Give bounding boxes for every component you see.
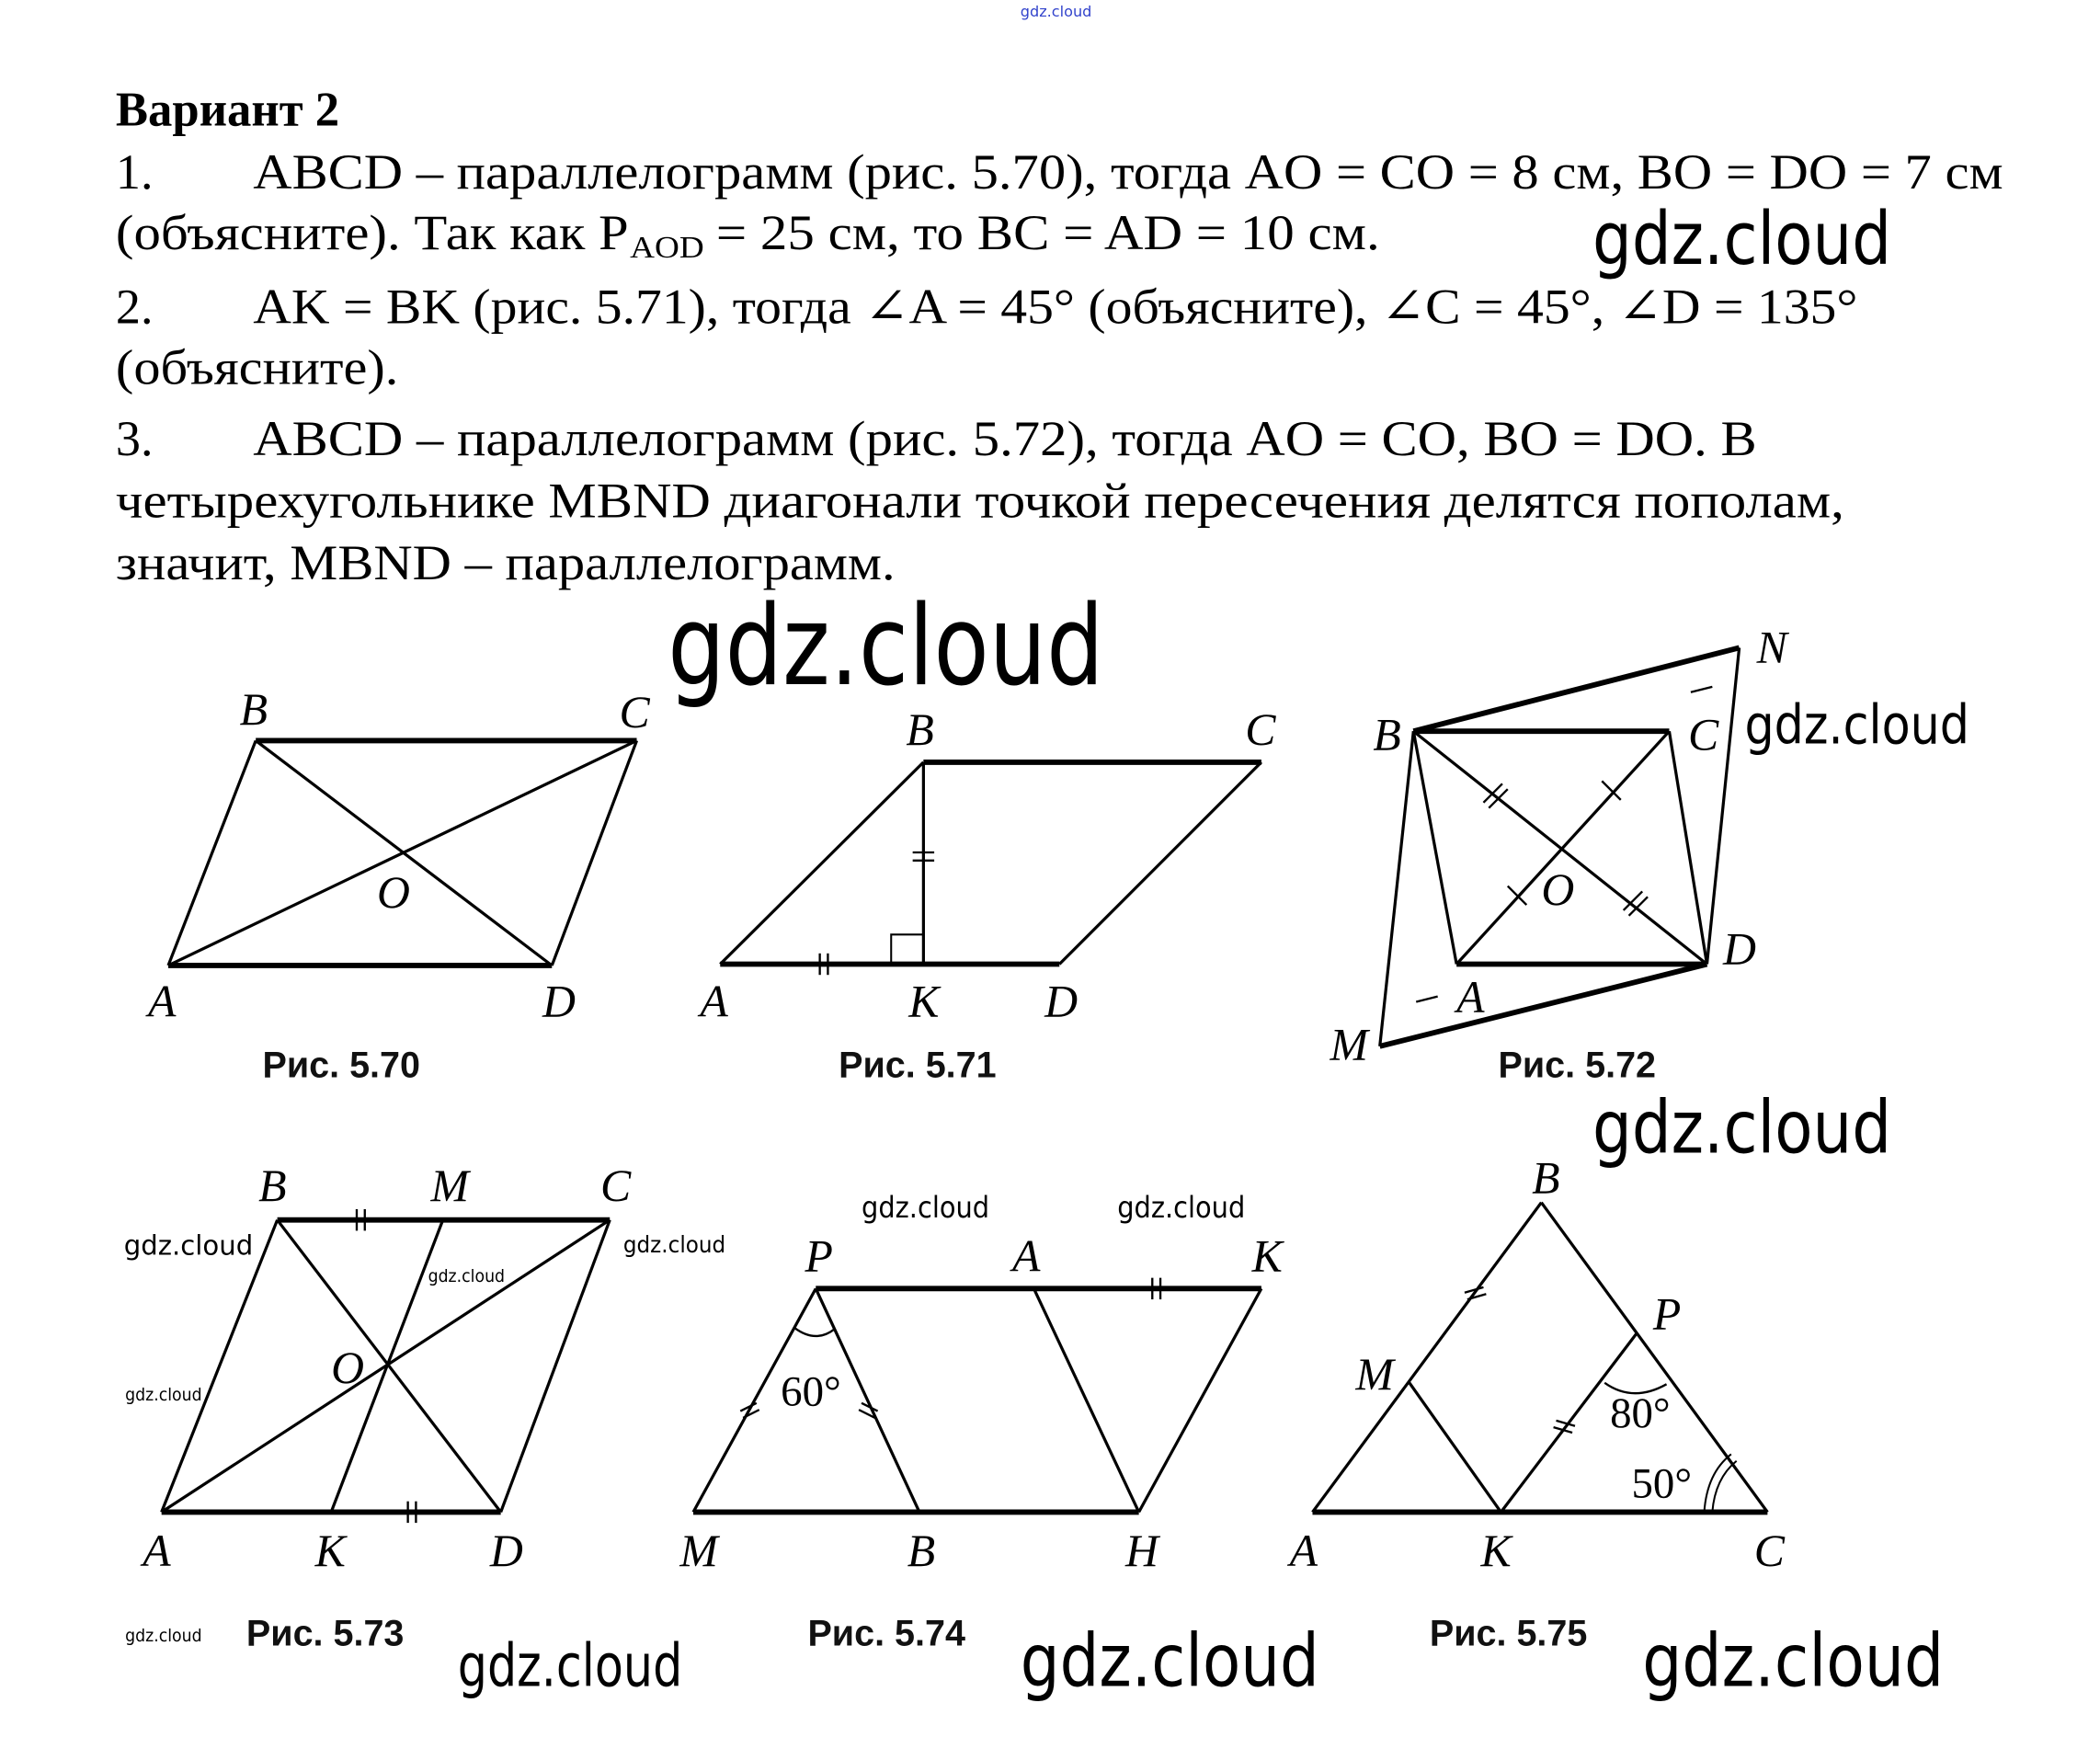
point-label: D xyxy=(1722,924,1756,975)
watermark: gdz.cloud xyxy=(862,1190,989,1225)
point-label: M xyxy=(1330,1019,1371,1069)
point-label: O xyxy=(331,1343,364,1393)
watermark: gdz.cloud xyxy=(1592,1085,1891,1170)
watermark: gdz.cloud xyxy=(1021,1618,1319,1703)
point-label: B xyxy=(240,684,268,735)
point-label: A xyxy=(145,977,177,1027)
item-2-number: 2. xyxy=(116,280,154,335)
point-label: D xyxy=(489,1526,523,1576)
point-label: B xyxy=(258,1160,286,1211)
figure-caption: Рис. 5.73 xyxy=(246,1613,405,1653)
figure-5-75: 80° 50° B M P A K C Рис. 5.75 gdz.cloud xyxy=(1287,1152,1945,1703)
point-label: C xyxy=(1754,1526,1786,1576)
point-label: M xyxy=(430,1160,472,1211)
watermark: gdz.cloud xyxy=(1117,1190,1245,1225)
item-1-line-2b: = 25 см, то BC = AD = 10 см. xyxy=(716,205,1380,260)
figure-caption: Рис. 5.71 xyxy=(839,1045,996,1085)
point-label: O xyxy=(1541,864,1574,915)
angle-label: 50° xyxy=(1631,1459,1692,1507)
figure-caption: Рис. 5.75 xyxy=(1430,1613,1588,1653)
point-label: N xyxy=(1756,623,1790,673)
item-3-number: 3. xyxy=(116,411,154,466)
point-label: C xyxy=(600,1160,632,1211)
angle-label: 60° xyxy=(781,1368,841,1416)
point-label: C xyxy=(619,687,650,737)
point-label: A xyxy=(697,977,728,1027)
point-label: D xyxy=(1044,977,1078,1027)
watermark: gdz.cloud xyxy=(623,1231,725,1258)
watermark: gdz.cloud xyxy=(458,1631,683,1700)
point-label: M xyxy=(1354,1349,1396,1400)
watermark: gdz.cloud xyxy=(124,1230,254,1262)
item-3-line-3: значит, MBND – параллелограмм. xyxy=(116,535,896,590)
point-label: M xyxy=(679,1526,720,1576)
point-label: D xyxy=(542,977,576,1027)
point-label: C xyxy=(1245,704,1276,755)
watermark: gdz.cloud xyxy=(1642,1618,1944,1703)
item-1-line-1: ABCD – параллелограмм (рис. 5.70), тогда… xyxy=(253,144,2003,200)
point-label: K xyxy=(1480,1526,1514,1576)
point-label: K xyxy=(1251,1230,1285,1281)
point-label: A xyxy=(140,1526,171,1576)
item-2-line-1: AK = BK (рис. 5.71), тогда ∠A = 45° (объ… xyxy=(253,280,1857,335)
figure-5-74: 60° P A K M B H Рис. 5.74 gdz.cloud gdz.… xyxy=(679,1190,1318,1704)
item-3-line-1: ABCD – параллелограмм (рис. 5.72), тогда… xyxy=(253,411,1756,466)
item-1-subscript: AOD xyxy=(630,231,704,265)
point-label: K xyxy=(907,977,942,1027)
figure-caption: Рис. 5.72 xyxy=(1499,1045,1656,1085)
watermark-top: gdz.cloud xyxy=(1021,3,1092,20)
heading: Вариант 2 xyxy=(116,83,339,136)
watermark: gdz.cloud xyxy=(668,583,1103,711)
point-label: A xyxy=(1454,972,1485,1023)
point-label: P xyxy=(1652,1288,1681,1339)
point-label: P xyxy=(805,1230,833,1281)
watermark: gdz.cloud xyxy=(125,1626,201,1646)
point-label: B xyxy=(1373,710,1400,760)
point-label: A xyxy=(1010,1230,1041,1281)
figure-caption: Рис. 5.70 xyxy=(263,1045,421,1085)
point-label: B xyxy=(907,1526,935,1576)
point-label: B xyxy=(1532,1152,1559,1203)
watermark: gdz.cloud xyxy=(1592,197,1891,281)
angle-label: 80° xyxy=(1610,1389,1671,1437)
point-label: H xyxy=(1124,1526,1161,1576)
item-1-line-2a: (объясните). Так как P xyxy=(116,205,629,260)
point-label: B xyxy=(906,704,933,755)
item-2-line-2: (объясните). xyxy=(116,339,398,394)
point-label: A xyxy=(1287,1526,1318,1576)
watermark: gdz.cloud xyxy=(1744,693,1969,756)
item-3-line-2: четырехугольнике MBND диагонали точкой п… xyxy=(116,473,1844,528)
figure-5-73: B M C O A K D Рис. 5.73 gdz.cloud gdz.cl… xyxy=(124,1160,725,1700)
solution-text: Вариант 2 1. ABCD – параллелограмм (рис.… xyxy=(116,83,2003,589)
watermark: gdz.cloud xyxy=(125,1385,201,1405)
point-label: K xyxy=(314,1526,348,1576)
figure-5-70: B C O A D Рис. 5.70 xyxy=(145,684,650,1086)
figure-caption: Рис. 5.74 xyxy=(807,1613,965,1653)
point-label: C xyxy=(1688,710,1719,760)
figure-5-72: B C N O D A M Рис. 5.72 xyxy=(1330,623,1790,1086)
point-label: O xyxy=(377,867,410,918)
item-1-number: 1. xyxy=(116,144,154,200)
watermark: gdz.cloud xyxy=(428,1266,505,1286)
figure-5-71: B C A K D Рис. 5.71 xyxy=(697,704,1276,1086)
